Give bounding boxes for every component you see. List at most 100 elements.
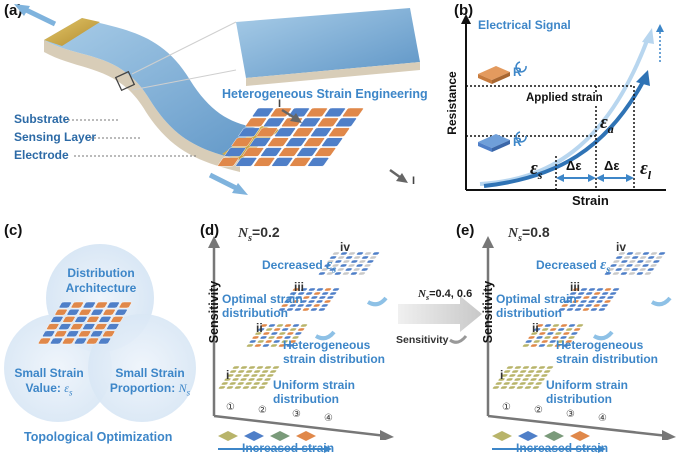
grid-cell xyxy=(326,271,334,276)
current-out-label: I xyxy=(412,175,416,187)
panel-e-tick-2: ② xyxy=(534,405,543,416)
grid-cell xyxy=(549,339,557,344)
device-orange-icon xyxy=(478,66,510,84)
grid-cell xyxy=(292,287,300,292)
grid-cell xyxy=(286,331,295,336)
grid-cell xyxy=(560,323,568,328)
grid-cell xyxy=(522,365,530,370)
grid-cell xyxy=(307,299,316,304)
grid-cell xyxy=(253,369,261,374)
grid-cell xyxy=(366,259,375,264)
grid-cell xyxy=(310,127,332,137)
grid-cell xyxy=(46,323,60,330)
r-bottom-label: R xyxy=(513,135,522,149)
grid-cell xyxy=(255,377,264,382)
heterogeneous-strain-title: Heterogeneous Strain Engineering xyxy=(222,87,428,101)
grid-cell xyxy=(644,271,652,276)
grid-cell xyxy=(305,291,313,296)
grid-cell xyxy=(78,309,92,316)
grid-cell xyxy=(307,157,329,167)
grid-cell xyxy=(590,295,599,300)
grid-cell xyxy=(302,307,310,312)
grid-cell xyxy=(558,307,566,312)
grid-cell xyxy=(358,259,367,264)
grid-cell xyxy=(340,251,348,256)
resistance-axis-label: Resistance xyxy=(445,71,459,135)
grid-cell xyxy=(257,327,265,332)
swatch-mixed-icon xyxy=(544,431,564,441)
stage-i-patch xyxy=(492,365,554,390)
grid-cell xyxy=(612,271,620,276)
grid-cell xyxy=(529,377,538,382)
grid-cell xyxy=(118,301,132,309)
panel-e-axes xyxy=(482,236,676,440)
grid-cell xyxy=(291,335,300,340)
grid-cell xyxy=(530,343,538,348)
grid-cell xyxy=(353,267,361,272)
grid-cell xyxy=(342,271,350,276)
grid-cell xyxy=(273,339,281,344)
grid-cell xyxy=(98,316,112,323)
panel-e-stage-ii: ii xyxy=(532,321,539,335)
panel-d-tick-2: ② xyxy=(258,405,267,416)
grid-cell xyxy=(98,337,111,345)
grid-cell xyxy=(231,137,253,147)
grid-cell xyxy=(573,327,581,332)
grid-cell xyxy=(237,381,245,386)
eps-a-label: εa xyxy=(600,112,614,136)
grid-cell xyxy=(263,377,272,382)
grid-cell xyxy=(337,255,345,260)
grid-cell xyxy=(232,365,240,370)
grid-cell xyxy=(364,251,372,256)
grid-cell xyxy=(272,365,280,370)
grid-cell xyxy=(296,147,318,157)
panel-d-ns: Ns=0.2 xyxy=(238,224,280,244)
grid-cell xyxy=(82,323,96,330)
grid-cell xyxy=(353,255,361,260)
grid-cell xyxy=(235,157,257,167)
grid-cell xyxy=(337,267,345,272)
grid-cell xyxy=(257,339,265,344)
grid-cell xyxy=(579,299,588,304)
grid-cell xyxy=(615,267,623,272)
grid-cell xyxy=(331,263,340,268)
grid-cell xyxy=(270,107,292,117)
grid-cell xyxy=(94,301,108,309)
grid-cell xyxy=(237,369,245,374)
grid-cell xyxy=(240,365,248,370)
grid-cell xyxy=(90,330,104,337)
grid-cell xyxy=(102,309,116,316)
grid-cell xyxy=(628,271,636,276)
grid-cell xyxy=(516,385,524,390)
grid-cell xyxy=(563,299,572,304)
grid-cell xyxy=(245,117,267,127)
grid-cell xyxy=(603,299,612,304)
grid-cell xyxy=(74,316,88,323)
grid-cell xyxy=(281,327,289,332)
grid-cell xyxy=(42,330,56,337)
grid-cell xyxy=(82,301,96,309)
grid-cell xyxy=(50,316,64,323)
grid-cell xyxy=(511,369,519,374)
grid-cell xyxy=(259,335,268,340)
panel-a-illustration xyxy=(14,4,420,195)
grid-cell xyxy=(297,303,305,308)
grid-cell xyxy=(527,369,535,374)
grid-cell xyxy=(521,377,530,382)
grid-cell xyxy=(576,323,584,328)
grid-cell xyxy=(300,323,308,328)
grid-cell xyxy=(299,117,321,127)
stage-i-patch xyxy=(218,365,280,390)
grid-cell xyxy=(540,373,549,378)
panel-d-decreased: Decreased εs xyxy=(262,257,337,276)
grid-cell xyxy=(566,307,574,312)
grid-cell xyxy=(302,295,311,300)
grid-cell xyxy=(229,369,237,374)
panel-d-tick-1: ① xyxy=(226,402,235,413)
grid-cell xyxy=(270,331,279,336)
grid-cell xyxy=(503,369,511,374)
grid-cell xyxy=(242,385,250,390)
grid-cell xyxy=(606,295,615,300)
